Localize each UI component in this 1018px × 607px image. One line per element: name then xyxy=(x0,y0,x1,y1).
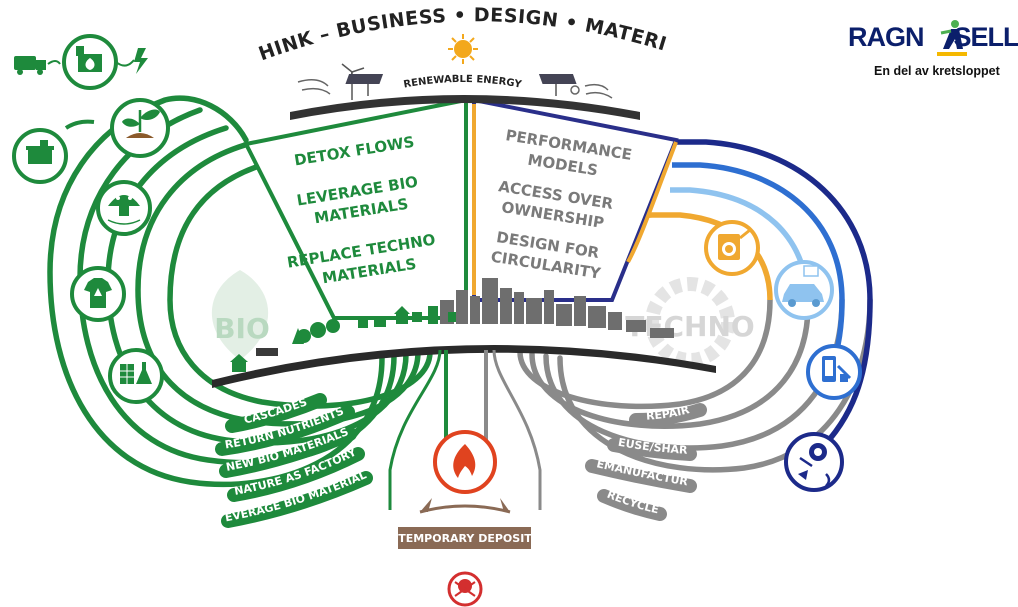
techno-loop-2 xyxy=(529,302,811,429)
center-drains xyxy=(388,349,542,510)
bio-watermark: BIO xyxy=(211,270,270,360)
bio-label: BIO xyxy=(214,312,270,345)
biogas-plant-icon xyxy=(76,46,102,72)
brand-name-right: SELLS xyxy=(953,22,1018,52)
hazard-node xyxy=(447,571,483,607)
brand-name-left: RAGN xyxy=(848,22,924,52)
truck-icon xyxy=(14,56,61,75)
flame-icon xyxy=(453,444,476,478)
green-city-part xyxy=(428,306,456,324)
techno-loop-blue xyxy=(672,162,845,301)
branch-line xyxy=(64,119,95,130)
seedling-icon xyxy=(122,109,160,138)
deposit-arrows xyxy=(419,498,511,514)
mushroom-icon xyxy=(107,195,141,225)
brand-logo: RAGN SELLS En del av kretsloppet xyxy=(848,20,1018,82)
nature-scene xyxy=(230,306,422,372)
cable-line xyxy=(115,59,135,67)
techno-icons xyxy=(704,220,862,492)
phone-repair-icon xyxy=(822,356,852,382)
temporary-deposit-box xyxy=(398,527,531,549)
incineration-node xyxy=(433,430,497,494)
wind-icon xyxy=(297,79,331,95)
solar-panel-icon xyxy=(538,74,577,96)
temporary-deposit-label: TEMPORARY DEPOSIT xyxy=(398,532,532,545)
techno-panel-accent-right xyxy=(626,141,678,263)
bio-icons xyxy=(12,34,170,404)
brand-name: RAGN SELLS xyxy=(848,22,1018,53)
renewable-energy-band xyxy=(290,95,640,120)
fan-icon xyxy=(570,83,613,99)
techno-loop-navy xyxy=(672,139,873,301)
skull-icon xyxy=(454,579,476,597)
recycle-parts-icon xyxy=(798,443,831,487)
shared-car-icon xyxy=(782,265,824,307)
lab-flask-icon xyxy=(120,362,152,384)
brand-figure-icon xyxy=(940,20,963,49)
solar-panel-icon xyxy=(345,74,384,96)
renewable-energy-label: RENEWABLE ENERGY xyxy=(403,74,523,91)
techno-watermark: TECHNO xyxy=(625,277,755,367)
compost-bin-icon xyxy=(26,140,54,164)
lightning-icon xyxy=(134,48,148,74)
tshirt-icon xyxy=(84,278,112,308)
washing-machine-icon xyxy=(718,228,751,260)
ground-line xyxy=(212,345,716,388)
brand-accent-bar xyxy=(937,52,967,56)
techno-label: TECHNO xyxy=(625,310,754,343)
brand-tagline: En del av kretsloppet xyxy=(874,64,1000,78)
sun-icon xyxy=(448,34,478,64)
